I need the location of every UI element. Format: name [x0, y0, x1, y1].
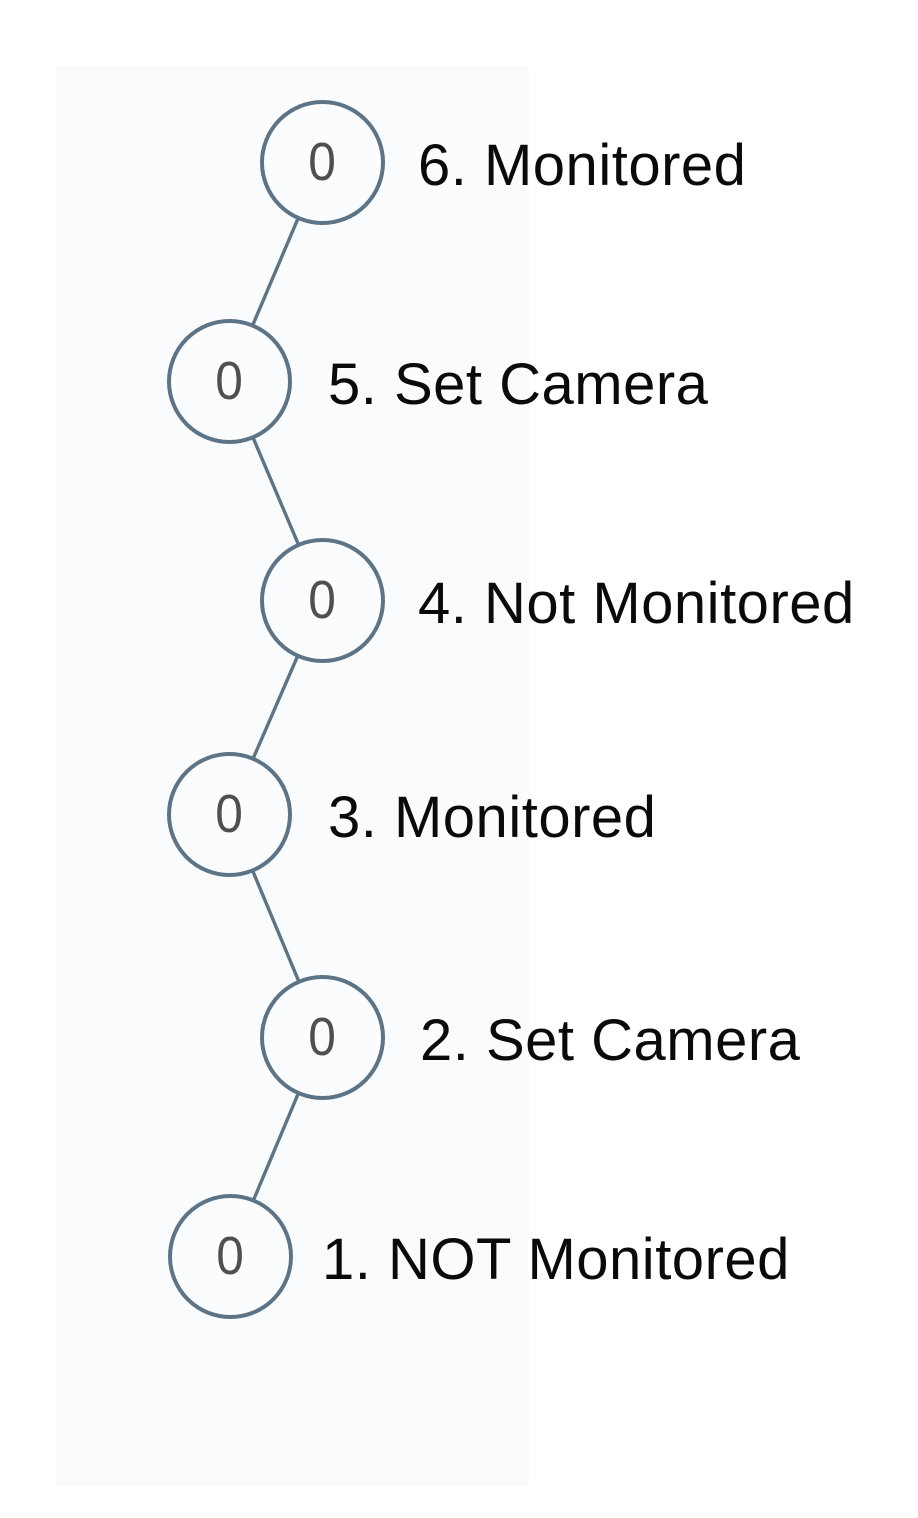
node-label-6: 6. Monitored — [418, 133, 747, 198]
tree-node-1[interactable]: 0 — [167, 1193, 293, 1319]
node-value: 0 — [215, 351, 243, 411]
tree-node-4[interactable]: 0 — [259, 537, 385, 663]
node-label-3: 3. Monitored — [328, 785, 657, 850]
node-value: 0 — [308, 132, 336, 192]
tree-node-2[interactable]: 0 — [259, 974, 385, 1100]
tree-node-3[interactable]: 0 — [166, 751, 292, 877]
node-label-2: 2. Set Camera — [420, 1008, 801, 1073]
node-label-4: 4. Not Monitored — [418, 571, 855, 636]
tree-node-6[interactable]: 0 — [259, 99, 385, 225]
tree-node-5[interactable]: 0 — [166, 318, 292, 444]
node-value: 0 — [308, 570, 336, 630]
node-value: 0 — [215, 784, 243, 844]
node-label-1: 1. NOT Monitored — [322, 1227, 790, 1292]
node-label-5: 5. Set Camera — [328, 352, 709, 417]
node-value: 0 — [216, 1226, 244, 1286]
node-value: 0 — [308, 1007, 336, 1067]
